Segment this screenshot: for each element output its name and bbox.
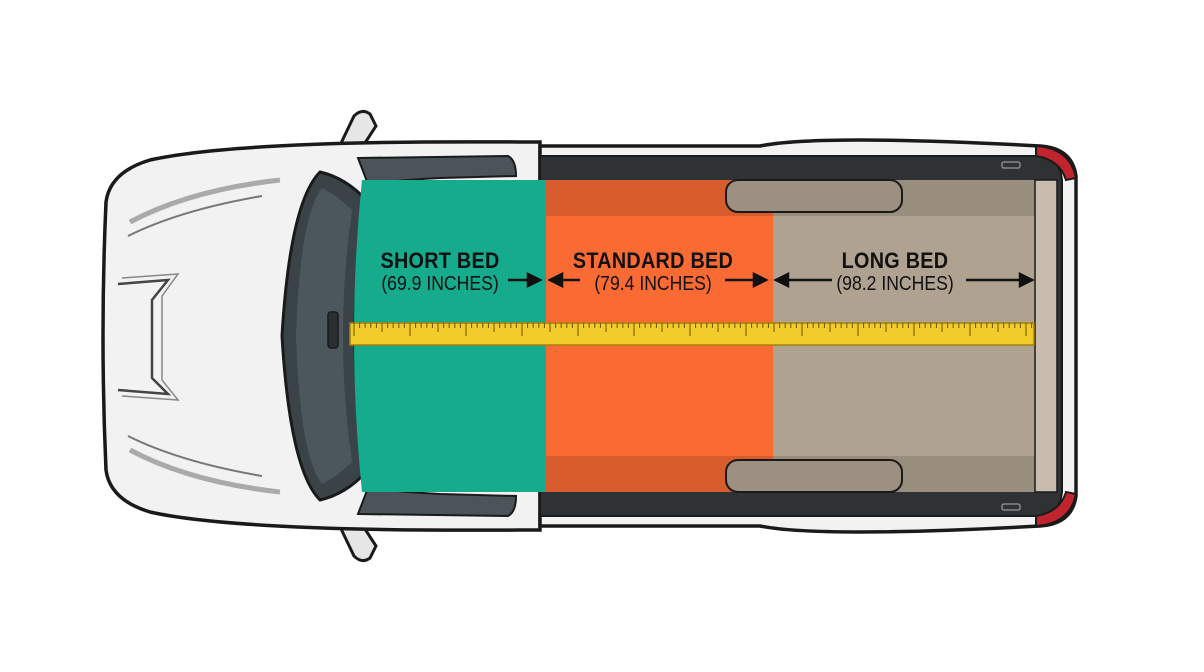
tie-down [1001, 503, 1021, 511]
hood-line [127, 435, 263, 477]
tape-measure-icon [349, 322, 1035, 346]
windshield-reflection [296, 188, 352, 484]
wheel-well-bottom [725, 459, 903, 493]
taillight-top [1035, 144, 1078, 182]
bed-name: STANDARD BED [572, 248, 734, 273]
hood-line [128, 447, 281, 495]
standard-bed-label: STANDARD BED (79.4 INCHES) [553, 248, 753, 296]
tailgate-wall [1034, 179, 1058, 493]
tie-down [1001, 161, 1021, 169]
bed-length: (79.4 INCHES) [594, 273, 712, 296]
hood-scoop [121, 273, 180, 401]
double-arrow-icon [508, 271, 1035, 289]
bed-length: (69.9 INCHES) [381, 273, 499, 296]
hood-line [128, 177, 281, 225]
bed-name: LONG BED [841, 248, 949, 273]
long-bed-label: LONG BED (98.2 INCHES) [795, 248, 995, 296]
bed-length: (98.2 INCHES) [836, 273, 954, 296]
rear-view-mirror [327, 311, 339, 349]
bed-name: SHORT BED [380, 248, 500, 273]
hood-line [127, 195, 263, 237]
short-bed-label: SHORT BED (69.9 INCHES) [340, 248, 540, 296]
wheel-well-top [725, 179, 903, 213]
taillight-bottom [1035, 490, 1078, 528]
hood-scoop [117, 278, 172, 396]
